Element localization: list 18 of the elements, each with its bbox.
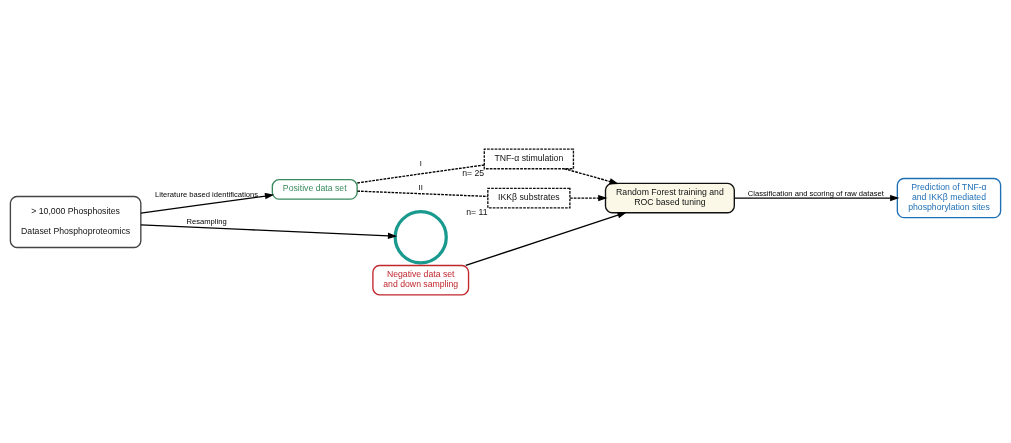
node-box: Positive data set	[271, 178, 358, 200]
arrow	[733, 194, 900, 201]
node-box: > 10,000 Phosphosites Dataset Phosphoproteomics	[9, 195, 142, 248]
connector	[356, 163, 485, 184]
node-label: n= 11	[466, 206, 488, 217]
connector	[356, 189, 489, 197]
arrow	[140, 192, 275, 214]
arrow	[465, 211, 627, 266]
node-box: Negative data set and down sampling	[372, 264, 470, 295]
node-box: TNF-α stimulation	[483, 148, 575, 169]
node-box: Prediction of TNF-α and IKKβ mediated phosphorylation sites	[896, 177, 1002, 218]
arrow	[140, 223, 398, 239]
node-box: Random Forest training and ROC based tuning	[604, 182, 735, 213]
node-box: IKKβ substrates	[487, 187, 571, 209]
arrow	[569, 194, 608, 201]
node-label: n= 25	[462, 167, 485, 178]
node-circle	[393, 209, 448, 264]
arrow	[563, 167, 619, 185]
